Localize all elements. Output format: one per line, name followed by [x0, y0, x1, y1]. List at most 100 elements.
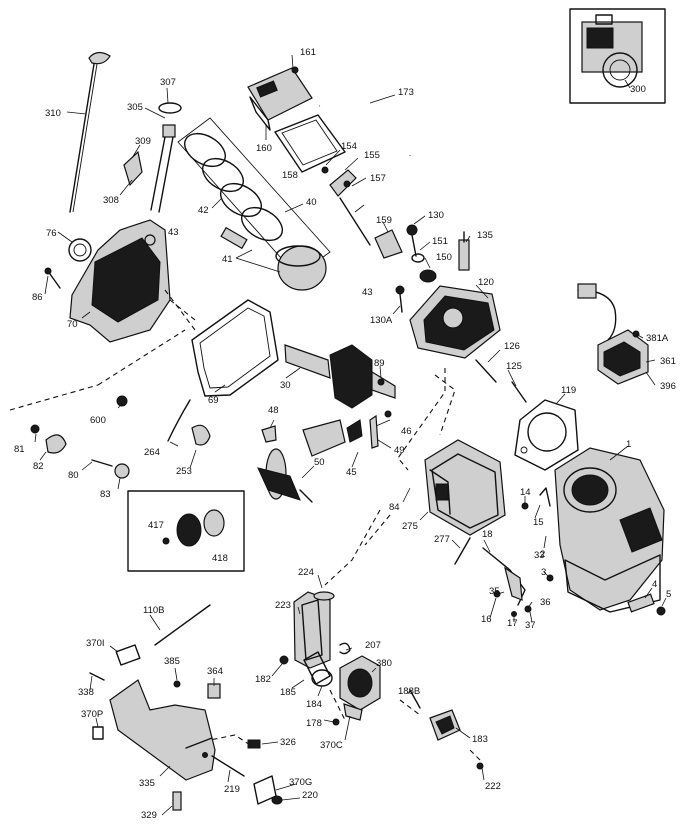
camshaft — [257, 448, 313, 503]
part-label: 370P — [81, 709, 103, 720]
carburetor-assembly — [303, 642, 381, 726]
part-label: 157 — [370, 173, 386, 184]
part-label: 135 — [477, 230, 493, 241]
part-label: 155 — [364, 150, 380, 161]
spark-plug-area — [395, 224, 470, 313]
part-label: 84 — [389, 502, 400, 513]
part-label: 396 — [660, 381, 676, 392]
part-label: 14 — [520, 487, 531, 498]
part-label: 2 — [540, 549, 545, 560]
part-label: 253 — [176, 466, 192, 477]
engine-thumbnail-inset — [569, 8, 666, 104]
part-label: 18 — [482, 529, 493, 540]
part-label: 154 — [341, 141, 357, 152]
part-label: 600 — [90, 415, 106, 426]
rod-110b — [154, 604, 211, 646]
part-label: 119 — [561, 385, 576, 396]
part-label: 40 — [306, 197, 317, 208]
part-label: 220 — [302, 790, 318, 801]
balancer-parts — [30, 424, 130, 479]
inset-box-417-418 — [127, 490, 245, 572]
part-label: 37 — [525, 620, 536, 631]
part-label: 335 — [139, 778, 155, 789]
part-label: 16 — [481, 614, 492, 625]
part-label: 329 — [141, 810, 157, 821]
part-label: 76 — [46, 228, 57, 239]
part-label: 207 — [365, 640, 381, 651]
piston-rings — [177, 117, 331, 291]
part-label: 184 — [306, 699, 322, 710]
part-label: 308 — [103, 195, 119, 206]
part-label: 1 — [626, 439, 631, 450]
part-label: 178 — [306, 718, 322, 729]
small-governor-parts — [116, 395, 277, 446]
part-label: 15 — [533, 517, 544, 528]
valve-train-parts — [321, 166, 403, 259]
engine-block — [554, 447, 665, 613]
part-label: 36 — [540, 597, 551, 608]
head-bolt-126 — [475, 359, 497, 383]
part-label: 70 — [67, 319, 78, 330]
part-label: 35 — [489, 586, 500, 597]
dipstick-tube — [123, 102, 182, 213]
part-label: 45 — [346, 467, 357, 478]
part-label: 5 — [666, 589, 671, 600]
part-label: 120 — [478, 277, 494, 288]
fuel-shutoff-parts — [409, 689, 484, 770]
part-label: 224 — [298, 567, 314, 578]
part-label: 222 — [485, 781, 501, 792]
part-label: 219 — [224, 784, 240, 795]
ignition-coil — [577, 283, 649, 385]
intake-manifold — [279, 591, 335, 669]
block-hardware — [546, 574, 666, 616]
breather-hose — [319, 100, 411, 156]
part-label: 43 — [362, 287, 373, 298]
part-label: 173 — [398, 87, 414, 98]
part-label: 30 — [280, 380, 291, 391]
dashed-leaders — [9, 289, 481, 761]
part-label: 46 — [401, 426, 412, 437]
label-leaders — [34, 54, 667, 816]
part-label: 89 — [374, 358, 385, 369]
part-label: 126 — [504, 341, 520, 352]
part-label: 158 — [282, 170, 298, 181]
part-label: 310 — [45, 108, 61, 119]
part-label: 4 — [652, 579, 657, 590]
part-label: 370G — [289, 777, 312, 788]
part-label: 326 — [280, 737, 296, 748]
shroud-hardware — [89, 644, 221, 699]
cylinder-head — [409, 285, 501, 359]
part-label: 50 — [314, 457, 325, 468]
head-bolt-125 — [511, 381, 527, 403]
part-label: 110B — [143, 605, 164, 616]
crankshaft — [284, 344, 396, 409]
part-label: 370I — [86, 638, 105, 649]
part-label: 159 — [376, 215, 392, 226]
part-label: 125 — [506, 361, 522, 372]
part-label: 41 — [222, 254, 233, 265]
part-label: 309 — [135, 136, 151, 147]
part-label: 3 — [541, 567, 546, 578]
part-label: 161 — [300, 47, 316, 58]
part-label: 364 — [207, 666, 223, 677]
part-label: 223 — [275, 600, 291, 611]
part-label: 151 — [432, 236, 448, 247]
blower-shroud — [92, 679, 216, 781]
part-label: 307 — [160, 77, 176, 88]
part-label: 33 — [534, 550, 545, 561]
part-label: 81 — [14, 444, 25, 455]
part-label: 48 — [268, 405, 279, 416]
part-label: 130 — [428, 210, 444, 221]
part-label: 150 — [436, 252, 452, 263]
part-label: 300 — [630, 84, 646, 95]
part-label: 160 — [256, 143, 272, 154]
part-label: 380 — [376, 658, 392, 669]
air-cleaner-housing — [424, 439, 506, 536]
dipstick — [69, 51, 111, 213]
part-label: 361 — [660, 356, 676, 367]
part-label: 385 — [164, 656, 180, 667]
part-label: 418 — [212, 553, 228, 564]
part-label: 82 — [33, 461, 44, 472]
part-label: 264 — [144, 447, 160, 458]
